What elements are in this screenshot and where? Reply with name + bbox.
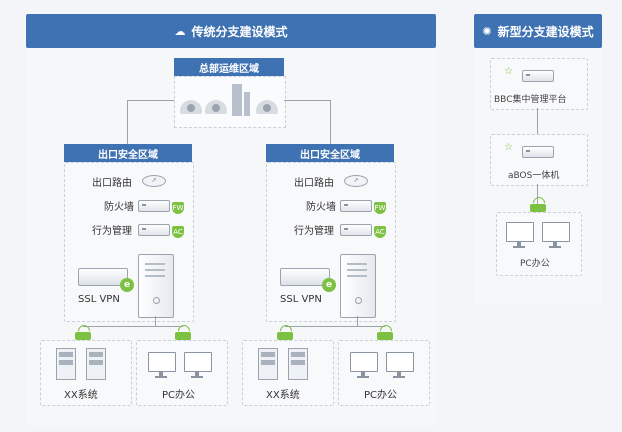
behavior-mgmt-icon (138, 224, 170, 236)
connector (537, 108, 538, 134)
monitor-icon (184, 352, 212, 378)
bottom-label: PC办公 (364, 390, 398, 401)
behavior-mgmt-icon (340, 224, 372, 236)
device-label: 出口路由 (294, 178, 334, 189)
bottom-label: XX系统 (266, 390, 300, 401)
zone-header: 出口安全区域 (266, 144, 394, 162)
connector (155, 316, 156, 326)
pc-office-label: PC办公 (520, 259, 550, 269)
new-mode-title: 新型分支建设模式 (497, 24, 594, 39)
shield-icon: FW (172, 202, 184, 214)
server-icon (258, 348, 278, 380)
bbc-platform-box (490, 58, 588, 110)
traditional-header: ☁ 传统分支建设模式 (26, 14, 436, 48)
star-icon: ☆ (504, 66, 513, 77)
vpn-label: SSL VPN (280, 294, 322, 305)
user-icon (256, 100, 278, 114)
vpn-label: SSL VPN (78, 294, 120, 305)
monitor-icon (542, 222, 570, 248)
device-label: 防火墙 (104, 202, 134, 213)
monitor-icon (386, 352, 414, 378)
monitor-icon (148, 352, 176, 378)
bottom-label: XX系统 (64, 390, 98, 401)
connector (127, 100, 174, 101)
router-icon: ↗ (142, 175, 166, 187)
ssl-vpn-device (78, 268, 128, 286)
firewall-icon (340, 200, 372, 212)
bottom-label: PC办公 (162, 390, 196, 401)
hq-header: 总部运维区域 (174, 58, 284, 76)
monitor-icon (506, 222, 534, 248)
shield-icon: FW (374, 202, 386, 214)
abos-label: aBOS一体机 (508, 171, 560, 181)
connector (284, 100, 330, 101)
hq-label: 总部运维区域 (199, 63, 259, 75)
zone-title: 出口安全区域 (98, 149, 158, 161)
building-icon (232, 84, 242, 116)
lightbulb-icon: ✺ (482, 24, 492, 38)
zone-title: 出口安全区域 (300, 149, 360, 161)
monitor-icon (350, 352, 378, 378)
wifi-icon (377, 332, 393, 340)
server-tower-icon (138, 254, 174, 318)
connector (357, 316, 358, 326)
router-icon: ↗ (344, 175, 368, 187)
ssl-vpn-device (280, 268, 330, 286)
new-mode-header: ✺ 新型分支建设模式 (474, 14, 602, 48)
bbc-label: BBC集中管理平台 (494, 95, 567, 105)
platform-device-icon (522, 70, 554, 82)
user-icon (205, 100, 227, 114)
wifi-icon (175, 332, 191, 340)
pc-office-box (338, 340, 430, 406)
user-icon (180, 100, 202, 114)
server-icon (86, 348, 106, 380)
server-icon (56, 348, 76, 380)
connector (127, 100, 128, 144)
device-label: 行为管理 (294, 226, 334, 237)
traditional-title: 传统分支建设模式 (191, 24, 288, 39)
browser-icon: e (322, 278, 336, 292)
connector (330, 100, 331, 144)
shield-icon: AC (374, 226, 386, 238)
star-icon: ☆ (504, 142, 513, 153)
building-icon (244, 92, 250, 116)
cloud-icon: ☁ (174, 24, 186, 38)
browser-icon: e (120, 278, 134, 292)
shield-icon: AC (172, 226, 184, 238)
firewall-icon (138, 200, 170, 212)
server-tower-icon (340, 254, 376, 318)
abos-box (490, 134, 588, 186)
connector (83, 326, 183, 327)
abos-device-icon (522, 146, 554, 158)
connector (285, 326, 385, 327)
device-label: 出口路由 (92, 178, 132, 189)
wifi-icon (530, 204, 546, 212)
connector (537, 184, 538, 206)
wifi-icon (277, 332, 293, 340)
zone-header: 出口安全区域 (64, 144, 192, 162)
wifi-icon (75, 332, 91, 340)
device-label: 行为管理 (92, 226, 132, 237)
device-label: 防火墙 (306, 202, 336, 213)
pc-office-box (136, 340, 228, 406)
server-icon (288, 348, 308, 380)
